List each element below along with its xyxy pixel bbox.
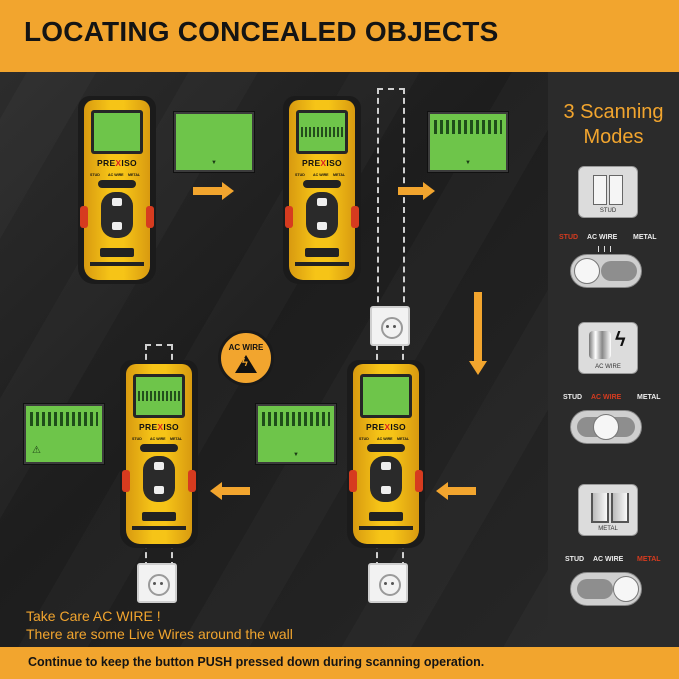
push-button-left <box>80 206 88 228</box>
device-slot <box>369 512 403 521</box>
device-button-pad <box>370 456 402 502</box>
push-button-left <box>285 206 293 228</box>
ac-wire-badge: AC WIRE <box>218 330 274 386</box>
outlet-icon <box>137 563 177 603</box>
arrow-right-2-shaft <box>398 187 424 195</box>
lcd-zoom-detect: ▼ <box>428 112 508 172</box>
device-button-pad <box>306 192 338 238</box>
lightning-warning-icon <box>235 355 257 373</box>
wall-outline-top <box>377 88 405 332</box>
header-banner: LOCATING CONCEALED OBJECTS <box>0 0 679 72</box>
warning-icon: ⚠ <box>32 445 41 456</box>
mode-switch <box>303 180 341 188</box>
device-slot <box>305 248 339 257</box>
arrow-left-icon <box>210 482 222 500</box>
outlet-icon <box>368 563 408 603</box>
mode-switch <box>367 444 405 452</box>
device-slot <box>142 512 176 521</box>
arrow-right-icon <box>222 182 234 200</box>
arrow-right-icon <box>423 182 435 200</box>
device-screen <box>91 110 143 154</box>
mode-switch-stud <box>570 254 642 288</box>
arrow-right-1-shaft <box>193 187 223 195</box>
device-brand: PREXISO <box>302 158 342 168</box>
push-button-right <box>415 470 423 492</box>
push-button-right <box>188 470 196 492</box>
arrow-left-icon <box>436 482 448 500</box>
mode-switch-metal <box>570 572 642 606</box>
push-button-left <box>349 470 357 492</box>
device-brand: PREXISO <box>366 422 406 432</box>
device-button-pad <box>101 192 133 238</box>
arrow-down-shaft <box>474 292 482 362</box>
outlet-icon <box>370 306 410 346</box>
mode-switch-ac <box>570 410 642 444</box>
footer-banner: Continue to keep the button PUSH pressed… <box>0 647 679 679</box>
device-screen <box>360 374 412 418</box>
mode-switch <box>98 180 136 188</box>
ac-wire-mode-icon: ϟ AC WIRE <box>578 322 638 374</box>
mode-switch <box>140 444 178 452</box>
warning-line-1: Take Care AC WIRE ! <box>26 608 161 624</box>
device-button-pad <box>143 456 175 502</box>
push-button-right <box>351 206 359 228</box>
arrow-left-1-shaft <box>222 487 250 495</box>
arrow-down-icon <box>469 361 487 375</box>
device-slot <box>100 248 134 257</box>
modes-title: 3 Scanning Modes <box>563 101 664 148</box>
warning-line-2: There are some Live Wires around the wal… <box>26 626 293 642</box>
device-brand: PREXISO <box>139 422 179 432</box>
push-button-right <box>146 206 154 228</box>
device-screen <box>296 110 348 154</box>
lcd-zoom-warning: ⚠ <box>24 404 104 464</box>
page-title: LOCATING CONCEALED OBJECTS <box>24 16 499 47</box>
footer-text: Continue to keep the button PUSH pressed… <box>28 655 485 669</box>
device-screen <box>133 374 185 418</box>
stud-mode-icon: STUD <box>578 166 638 218</box>
lcd-zoom-empty: ▼ <box>174 112 254 172</box>
lcd-zoom-detect-2: ▼ <box>256 404 336 464</box>
arrow-left-2-shaft <box>448 487 476 495</box>
device-brand: PREXISO <box>97 158 137 168</box>
push-button-left <box>122 470 130 492</box>
metal-mode-icon: METAL <box>578 484 638 536</box>
